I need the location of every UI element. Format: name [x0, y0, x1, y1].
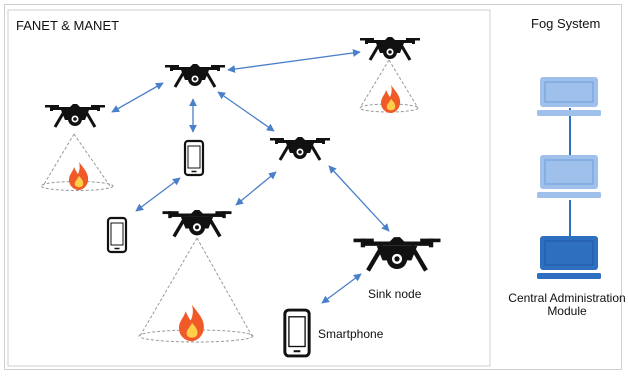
server-monitor-icon — [537, 77, 601, 116]
cam-label-line1: Central Administration — [508, 291, 625, 305]
smartphone-icon — [283, 308, 311, 358]
smartphone-label: Smartphone — [318, 327, 384, 341]
fog-title: Fog System — [531, 16, 600, 31]
server-monitor-icon — [537, 155, 601, 198]
fanet-title: FANET & MANET — [16, 18, 119, 33]
network-links — [111, 49, 390, 304]
sink-node-label: Sink node — [368, 287, 422, 301]
cam-label-line2: Module — [547, 304, 587, 318]
smartphone-icon — [183, 139, 205, 177]
central-monitor-icon — [537, 236, 601, 279]
smartphone-icon — [106, 216, 128, 254]
fog-stack — [537, 77, 601, 279]
